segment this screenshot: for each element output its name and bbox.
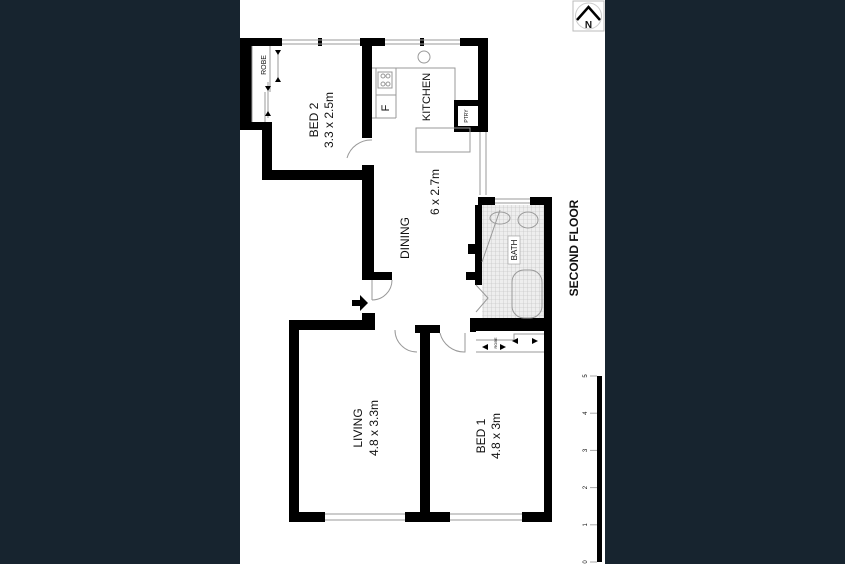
dining-name: DINING [398, 217, 412, 259]
living-name: LIVING [351, 408, 365, 447]
scale-tick-label: 0 [583, 560, 589, 564]
bed2-name: BED 2 [307, 102, 321, 137]
walls [240, 38, 602, 562]
living-size: 4.8 x 3.3m [367, 400, 381, 456]
bed1-size: 4.8 x 3m [489, 413, 503, 459]
north-arrow-icon: N [572, 0, 605, 32]
entry-arrow-icon [352, 295, 368, 311]
scale-tick-label: 4 [583, 411, 589, 415]
dining-size: 6 x 2.7m [428, 169, 442, 215]
robe-bed1-label: ROBE [493, 337, 498, 349]
kitchen-name: KITCHEN [421, 73, 433, 121]
robe-bed2-label: ROBE [261, 55, 268, 75]
scale-tick-label: 1 [583, 522, 589, 526]
compass-letter: N [585, 20, 592, 31]
fixtures [251, 39, 544, 521]
fridge-label: F [380, 104, 392, 111]
scale-bar: 0 1 2 3 4 5 [583, 374, 597, 564]
scale-tick-label: 5 [583, 374, 589, 378]
scale-tick-label: 3 [583, 448, 589, 452]
bath-name: BATH [510, 239, 519, 260]
bed1-name: BED 1 [474, 418, 488, 453]
scale-tick-label: 2 [583, 485, 589, 489]
robe-arrows [265, 50, 538, 350]
bed2-size: 3.3 x 2.5m [322, 92, 336, 148]
bath-label-box [507, 235, 521, 265]
floor-label: SECOND FLOOR [567, 199, 581, 296]
pantry-label: PTRY [464, 109, 470, 123]
